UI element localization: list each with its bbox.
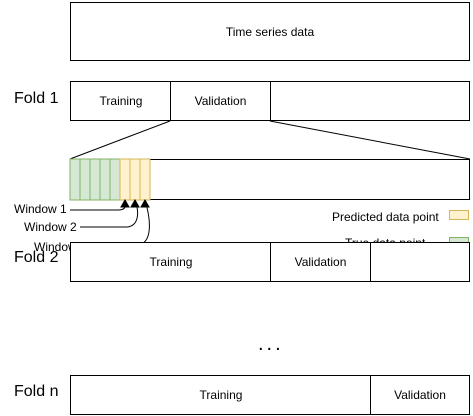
fold-n-training: Training <box>70 375 371 415</box>
fold-n-training-label: Training <box>199 388 243 402</box>
fold-n-validation: Validation <box>370 375 470 415</box>
zoom-line-right <box>269 120 471 160</box>
fold-1-label: Fold 1 <box>14 90 59 107</box>
fold-1-training-label: Training <box>99 94 143 108</box>
fold-1-validation-label: Validation <box>194 94 247 108</box>
fold-n-validation-label: Validation <box>394 388 446 402</box>
fold-2-label: Fold 2 <box>14 249 59 266</box>
window-3-arrow <box>90 199 150 246</box>
zoom-line-left <box>69 120 171 160</box>
window-1-label: Window 1 <box>14 202 67 216</box>
fold-2-training-label: Training <box>149 255 193 269</box>
window-2-arrow <box>80 199 139 228</box>
true-data-cells <box>69 158 121 201</box>
fold-1-training: Training <box>70 81 171 121</box>
predicted-data-cells <box>119 158 151 201</box>
legend-predicted-swatch <box>449 210 469 220</box>
legend-predicted-label: Predicted data point <box>332 210 439 224</box>
time-series-data-label: Time series data <box>225 24 315 39</box>
fold-n-label: Fold n <box>14 383 59 400</box>
window-arrow-heads <box>120 198 150 208</box>
window-2-label: Window 2 <box>24 220 77 234</box>
window-1-arrow <box>70 199 127 211</box>
fold-2-validation-label: Validation <box>294 255 347 269</box>
fold-2-validation: Validation <box>270 242 371 282</box>
ellipsis: ... <box>258 333 284 355</box>
fold-1-validation: Validation <box>170 81 271 121</box>
fold-2-training: Training <box>70 242 271 282</box>
time-series-data-box: Time series data <box>70 2 470 61</box>
